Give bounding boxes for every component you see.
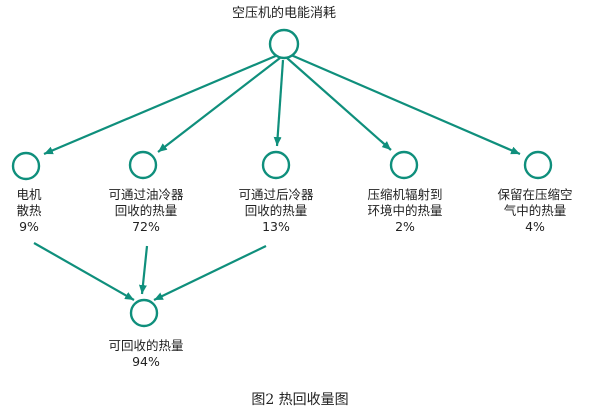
sink-label: 可回收的热量 94% <box>108 338 183 370</box>
root-label: 空压机的电能消耗 <box>232 6 336 22</box>
sink-node <box>129 298 159 328</box>
branch-label-line: 回收的热量 <box>244 203 308 218</box>
edge-root-to-radiation <box>286 57 392 151</box>
root-node <box>268 28 300 60</box>
edge-after-cooler-to-sink <box>153 245 267 301</box>
branch-label-compressed-air: 保留在压缩空 气中的热量 4% <box>497 187 572 235</box>
branch-label-line: 可通过后冷器 <box>238 187 314 202</box>
root-label-text: 空压机的电能消耗 <box>231 6 337 21</box>
branch-value: 13% <box>262 219 290 234</box>
branch-value: 4% <box>525 219 545 234</box>
branch-value: 2% <box>395 219 415 234</box>
edge-root-to-oil-cooler <box>157 57 281 153</box>
edge-root-to-motor-heat <box>43 53 279 156</box>
branch-label-motor-heat: 电机 散热 9% <box>16 187 41 235</box>
branch-node-oil-cooler <box>128 150 158 180</box>
branch-value: 9% <box>19 219 39 234</box>
branch-value: 72% <box>132 219 160 234</box>
branch-label-line: 压缩机辐射到 <box>367 187 443 202</box>
branch-label-line: 回收的热量 <box>114 203 178 218</box>
branch-node-motor-heat <box>11 151 41 181</box>
branch-label-radiation: 压缩机辐射到 环境中的热量 2% <box>367 187 442 235</box>
edge-motor-heat-to-sink <box>33 242 135 301</box>
edge-root-to-after-cooler <box>273 59 285 147</box>
branch-label-line: 保留在压缩空 <box>497 187 573 202</box>
branch-label-line: 散热 <box>16 203 42 218</box>
sink-label-text: 可回收的热量 <box>108 338 184 353</box>
sink-value: 94% <box>132 354 160 369</box>
branch-node-compressed-air <box>523 150 553 180</box>
branch-label-oil-cooler: 可通过油冷器 回收的热量 72% <box>108 187 183 235</box>
branch-node-radiation <box>389 150 419 180</box>
branch-label-line: 电机 <box>16 187 42 202</box>
branch-label-line: 气中的热量 <box>503 203 567 218</box>
branch-node-after-cooler <box>261 150 291 180</box>
figure-caption: 图2 热回收量图 <box>251 392 349 408</box>
edge-root-to-compressed-air <box>290 53 521 156</box>
branch-label-line: 可通过油冷器 <box>108 187 184 202</box>
branch-label-line: 环境中的热量 <box>367 203 443 218</box>
edge-oil-cooler-to-sink <box>138 245 149 295</box>
branch-label-after-cooler: 可通过后冷器 回收的热量 13% <box>238 187 313 235</box>
